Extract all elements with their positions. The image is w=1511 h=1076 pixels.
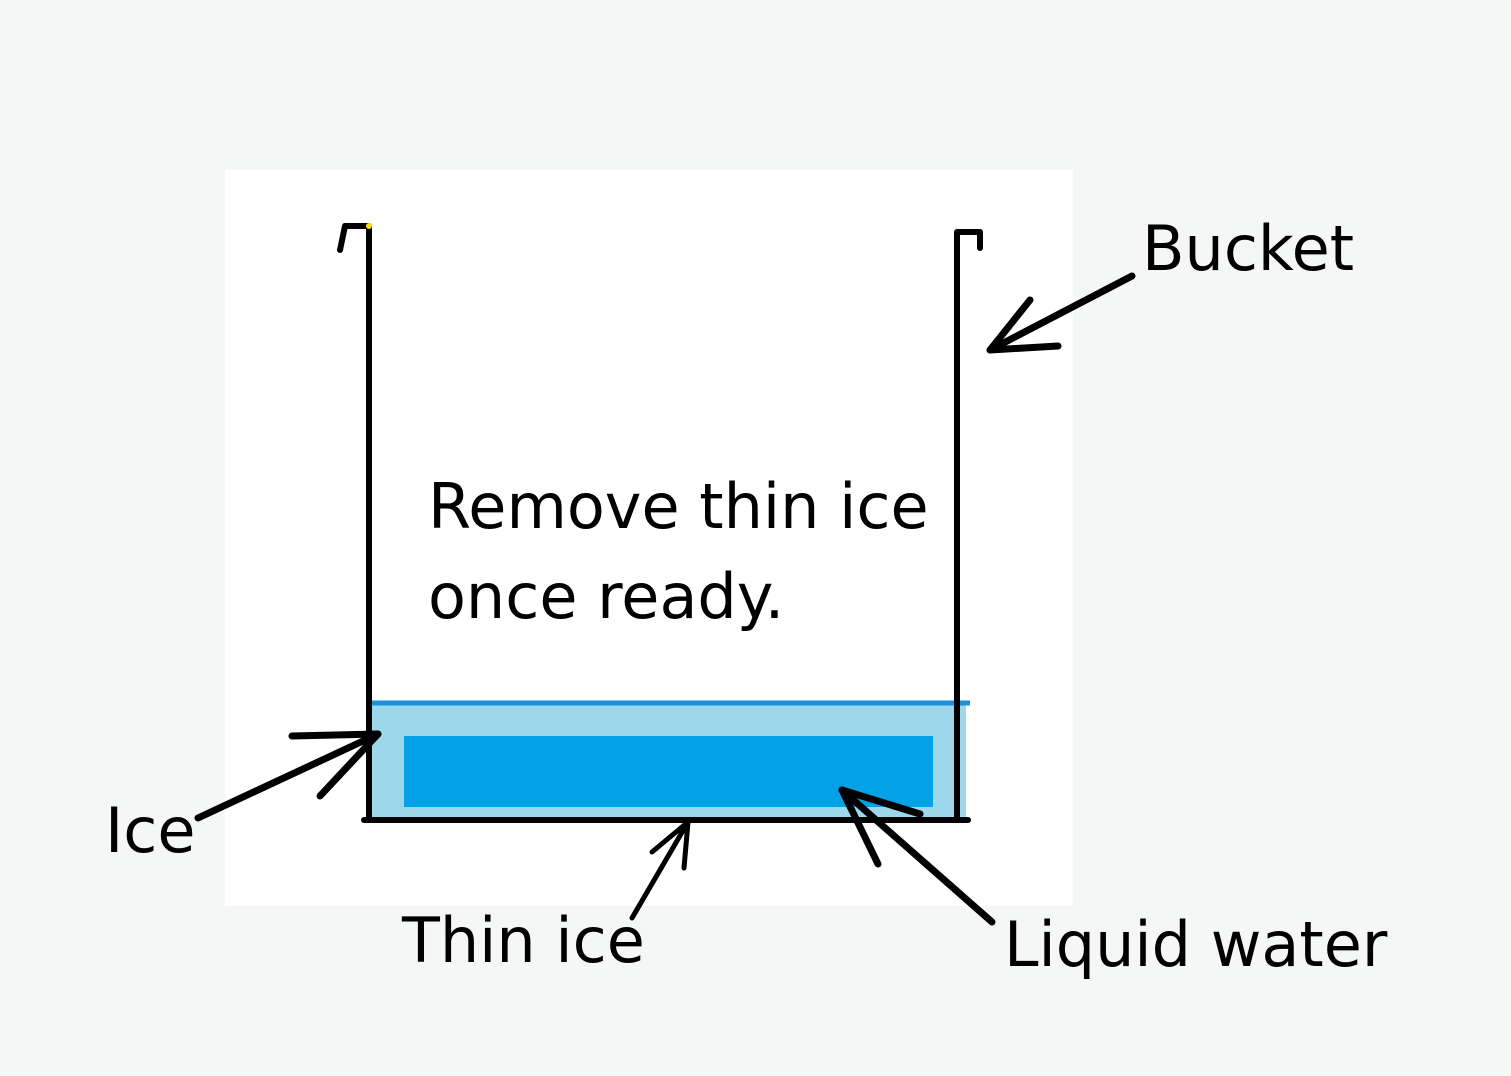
bucket-outline — [337, 223, 983, 823]
bucket-rim-mark — [366, 223, 372, 229]
thin-ice-arrow — [629, 819, 691, 921]
bucket-arrow — [986, 272, 1136, 354]
instruction-text: Remove thin ice once ready. — [428, 462, 929, 642]
thin-ice-label: Thin ice — [402, 904, 645, 977]
liquid-water-arrow — [838, 786, 996, 926]
bucket-label: Bucket — [1142, 212, 1355, 285]
ice-label: Ice — [105, 794, 196, 867]
ice-arrow — [194, 730, 382, 822]
instruction-line-1: Remove thin ice — [428, 470, 929, 543]
instruction-line-2: once ready. — [428, 560, 785, 633]
liquid-water-label: Liquid water — [1004, 908, 1388, 981]
